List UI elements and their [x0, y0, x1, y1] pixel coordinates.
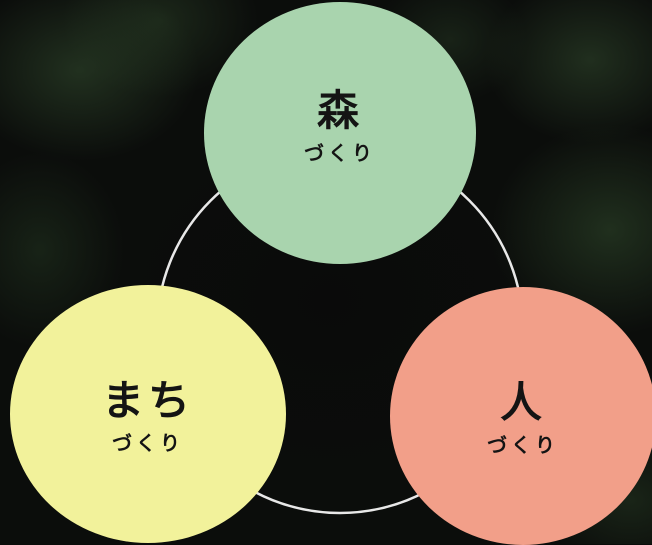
node-people-subtitle: づくり — [487, 433, 559, 458]
node-people: 人 づくり — [390, 287, 652, 545]
node-forest-title: 森 — [316, 85, 363, 135]
node-town-title: まち — [101, 375, 194, 425]
node-town: まち づくり — [10, 285, 286, 543]
node-town-subtitle: づくり — [112, 431, 184, 456]
node-forest: 森 づくり — [204, 2, 476, 264]
node-people-title: 人 — [499, 377, 546, 427]
node-forest-subtitle: づくり — [304, 141, 376, 166]
